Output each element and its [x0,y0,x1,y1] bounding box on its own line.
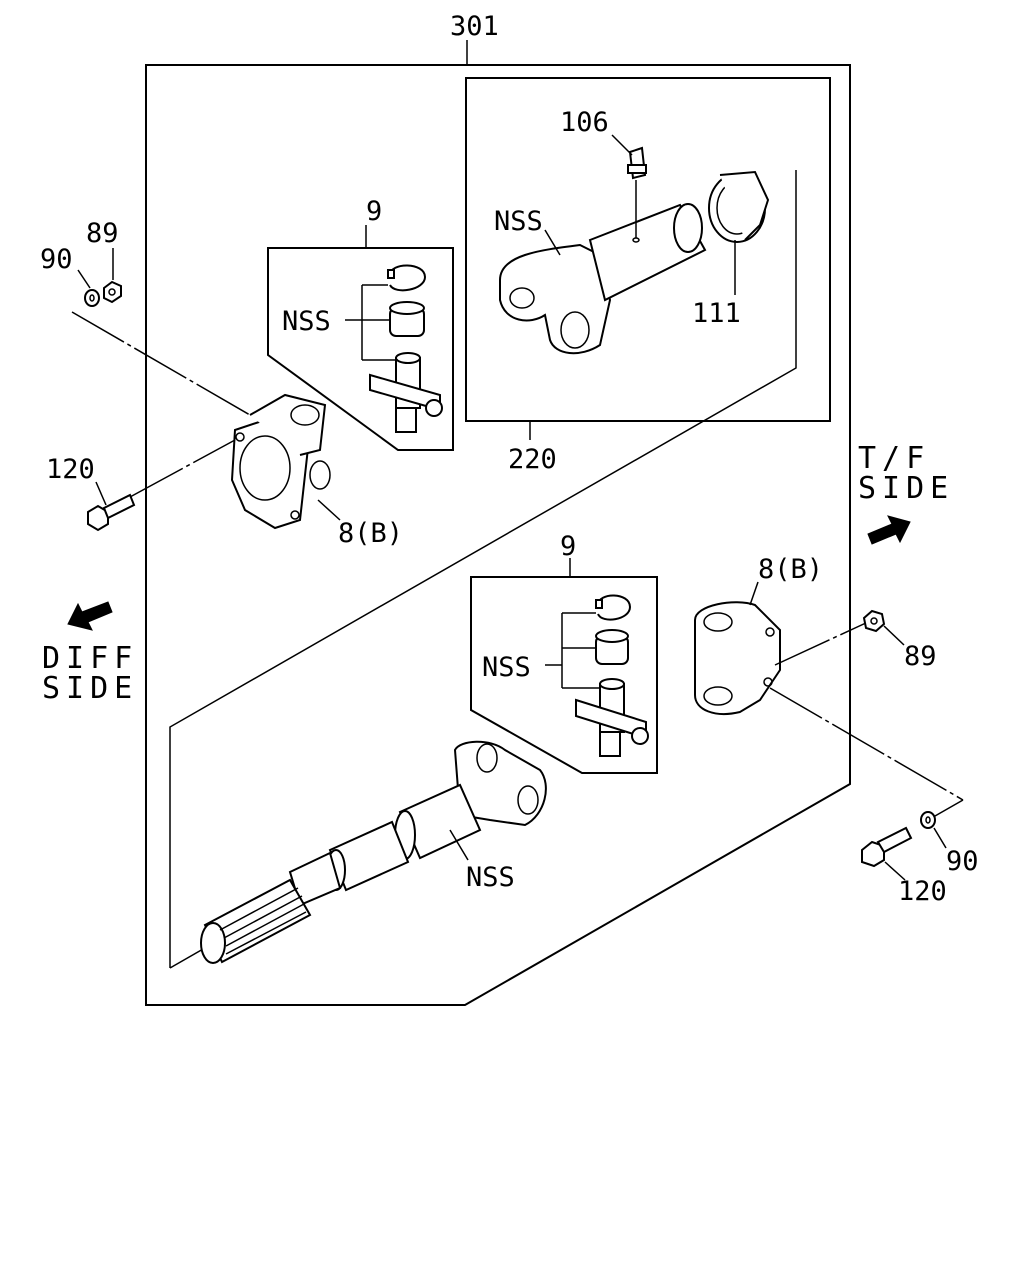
washer-right-label: 90 [946,846,979,877]
left-fastener-line-bottom [129,439,236,498]
tf-side-label-line2: SIDE [858,471,954,506]
diff-side-label-line1: DIFF [42,641,138,676]
bolt-left [87,493,136,532]
right-fastener-line-top [774,621,869,666]
right-fastener-line-bottom [769,687,964,801]
nut-right-label: 89 [904,641,937,672]
kit-lower-label: 9 [560,531,576,562]
lower-snap-ring [595,594,632,621]
tf-side-label-line1: T/F [858,441,930,476]
bolt-left-label: 120 [46,454,95,485]
nss-kit-upper-label: NSS [282,306,331,337]
kit-lower-box [470,576,658,774]
assembly-label: 301 [450,11,499,42]
upper-bearing-cup [389,301,425,337]
bolt-right-label: 120 [898,876,947,907]
nut-right-leader [883,625,905,646]
upper-snap-ring [387,264,427,292]
nss-kit-lower-bracket [545,612,600,689]
washer-left-leader [77,269,91,289]
bolt-left-leader [95,481,107,506]
flange-yoke-left-label: 8(B) [338,518,403,549]
slip-seal [708,170,770,243]
shaft-assembly-label: 220 [508,444,557,475]
shaft-assembly-box [465,77,831,422]
flange-yoke-right-leader [749,581,759,606]
lower-shaft [200,740,547,964]
upper-slip-yoke [499,180,707,355]
nss-upper-shaft-label: NSS [494,206,543,237]
kit-upper-box [267,247,454,451]
nss-lower-shaft-label: NSS [466,862,515,893]
left-fastener-line-top [71,311,251,416]
flange-yoke-right [694,601,781,715]
lower-bearing-cup [595,629,629,665]
nut-left-label: 89 [86,218,119,249]
shaft-outline-upper [169,170,797,968]
grease-fitting-leader [611,134,633,156]
arrow-left-icon [67,601,113,631]
washer-left [84,289,100,307]
kit-upper-label: 9 [366,196,382,227]
washer-right-leader [933,827,947,849]
nut-left [103,280,122,304]
lower-cross-spider [575,678,649,757]
upper-cross-spider [369,352,443,433]
nss-lower-shaft-leader [449,829,469,861]
slip-seal-label: 111 [692,298,741,329]
flange-yoke-left-leader [317,499,341,521]
washer-left-label: 90 [40,244,73,275]
bolt-right [861,826,913,868]
washer-right [920,811,936,829]
bolt-right-leader [884,861,906,881]
assembly-frame [145,64,851,1006]
nss-kit-lower-label: NSS [482,652,531,683]
flange-yoke-right-label: 8(B) [758,554,823,585]
grease-fitting [627,146,647,180]
flange-yoke-left [230,393,331,530]
nss-upper-shaft-leader [544,229,561,256]
arrow-right-icon [867,515,911,545]
grease-fitting-label: 106 [560,107,609,138]
diff-side-label-line2: SIDE [42,671,138,706]
nut-right [862,609,886,633]
nss-kit-upper-bracket [345,284,398,361]
